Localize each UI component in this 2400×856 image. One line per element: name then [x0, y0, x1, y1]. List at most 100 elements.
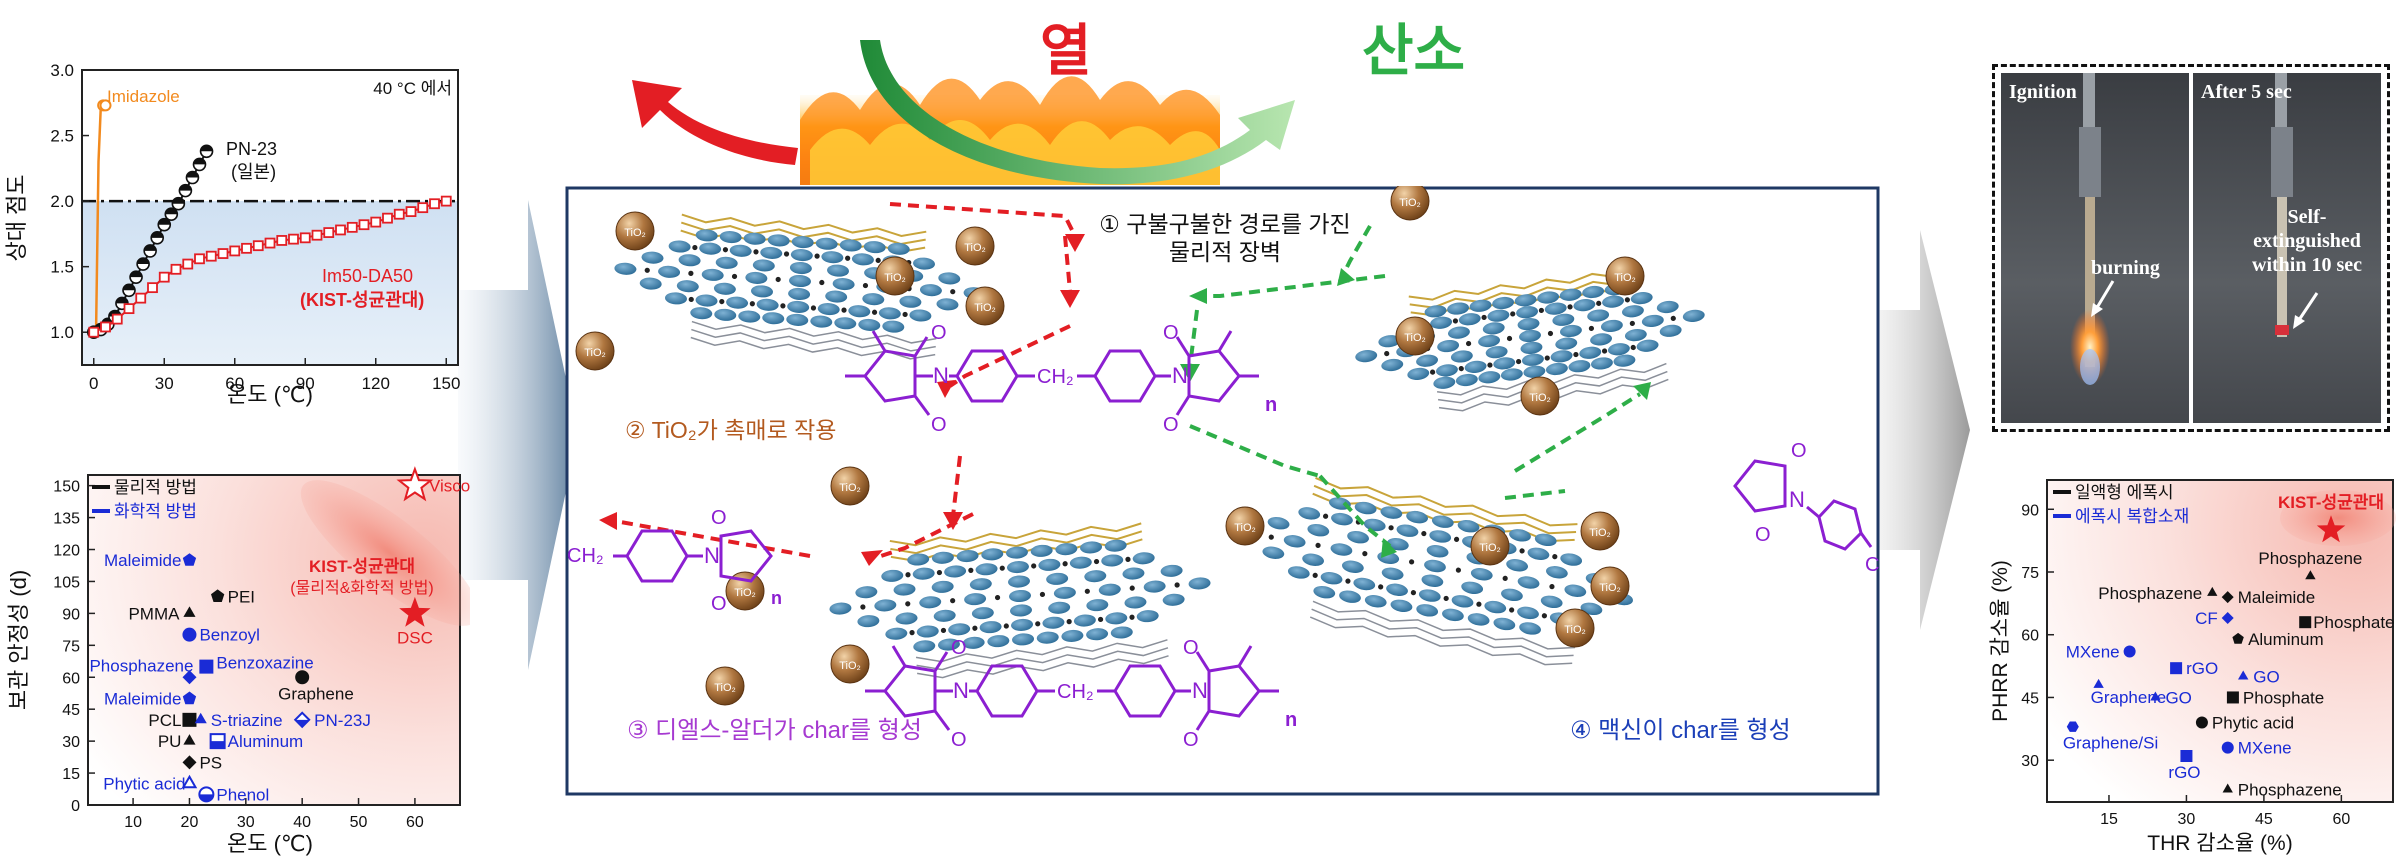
tio2-label-5: TiO₂ [1399, 197, 1421, 209]
stack-0-blob-3-5 [832, 278, 855, 291]
y-tick-label-4: 90 [2021, 502, 2039, 519]
tio2-ball-8 [1520, 376, 1560, 416]
point-im50-18 [299, 232, 311, 244]
tio2-label-7: TiO₂ [1614, 272, 1636, 284]
stack-0-blob-6-0 [690, 307, 713, 320]
stack-1-blob-5-7 [1607, 343, 1630, 356]
stack-0-blob-3-0 [614, 262, 637, 275]
tio2-label-15: TiO₂ [1589, 527, 1611, 539]
point-label-4: Phosphazene [89, 656, 193, 675]
stack-3-blob-4-7 [1540, 595, 1563, 609]
stack-2-blob-4-6 [1086, 599, 1109, 612]
stack-1-blob-5-5 [1550, 350, 1573, 363]
y-tick-label-2: 2.0 [50, 192, 74, 211]
stack-3-dot-1-4 [1453, 536, 1460, 542]
point-im50-17 [288, 233, 299, 245]
point-1 [2305, 570, 2316, 580]
x-tick-label-3: 40 [293, 814, 311, 831]
stack-3-blob-3-2 [1330, 543, 1353, 556]
point-13 [182, 755, 197, 770]
stack-0-blob-4-4 [788, 287, 811, 301]
stack-2-dot-3-3 [994, 594, 1001, 601]
y-tick-label-3: 45 [62, 702, 80, 719]
stack-3-dot-5-6 [1509, 607, 1515, 613]
stack-0-blob-6-1 [714, 308, 737, 321]
stack-3-blob-2-4 [1426, 545, 1449, 558]
tio2-label-12: TiO₂ [1234, 522, 1256, 534]
imide-left-n: N [704, 543, 720, 568]
point-im50-8 [182, 258, 194, 270]
stack-3-dot-1-0 [1323, 513, 1329, 519]
stack-0-blob-5-1 [695, 294, 718, 307]
x-tick-label-3: 60 [2332, 811, 2350, 828]
stack-1-blob-2-2 [1447, 326, 1470, 339]
stack-2-chain-top-0 [889, 522, 1142, 547]
photo-after-5-sec [2193, 73, 2381, 423]
point-4 [2299, 616, 2312, 629]
stack-1-dot-3-0 [1384, 350, 1390, 357]
stack-0-dot-5-5 [841, 307, 847, 313]
stack-2-dot-1-0 [905, 572, 911, 578]
stack-1-blob-5-1 [1436, 364, 1458, 377]
stack-0-dot-3-4 [819, 279, 825, 286]
series-layer [86, 99, 452, 340]
stack-1-blob-3-8 [1682, 309, 1705, 322]
stack-1-blob-3-6 [1600, 319, 1623, 333]
stack-0-dot-5-2 [749, 301, 755, 307]
stack-2 [829, 522, 1211, 679]
point-5 [2221, 612, 2234, 624]
stack-0-blob-1-2 [729, 244, 752, 257]
point-label-7: Maleimide [104, 690, 181, 709]
point-label-7: MXene [2066, 642, 2120, 661]
axis-ticks [88, 484, 416, 806]
y-tick-label-0: 30 [2021, 753, 2039, 770]
photo-label-self-extinguished: Self- extinguished within 10 sec [2237, 205, 2377, 277]
stack-3-blob-2-7 [1546, 566, 1568, 579]
stack-1-dot-5-7 [1630, 344, 1636, 351]
stack-1-dot-1-3 [1510, 311, 1516, 317]
stack-0-dot-3-0 [644, 267, 650, 273]
tio2-label-16: TiO₂ [1564, 624, 1586, 636]
point-6 [295, 670, 310, 685]
photo-label-after: After 5 sec [2201, 81, 2292, 103]
legend-one-part: 일액형 에폭시 [2075, 483, 2174, 502]
stack-2-blob-6-0 [913, 640, 936, 653]
bmi-bottom-bond-right-top [1237, 645, 1253, 667]
stack-2-blob-2-3 [969, 578, 992, 591]
point-label-9: GO [2253, 668, 2279, 687]
point-imidazole-5 [99, 99, 112, 112]
bmi-bottom-bond-left-top [891, 645, 907, 667]
point-label-2: Phosphazene [2098, 584, 2202, 603]
stack-0-dot-1-3 [783, 251, 790, 257]
stack-0-blob-4-5 [825, 290, 848, 303]
point-label-3: Maleimide [2238, 588, 2315, 607]
stack-2-blob-1-1 [912, 567, 935, 580]
flame-arrows-header [632, 40, 1295, 185]
step1-line2: 물리적 장벽 [1169, 239, 1281, 265]
stack-1-blob-1-4 [1516, 306, 1539, 319]
stack-1-blob-0-2 [1469, 299, 1492, 312]
self-ext-line1: Self- [2287, 206, 2327, 228]
tio2-ball-11 [830, 466, 870, 506]
tio2-label-2: TiO₂ [884, 272, 906, 284]
point-im50-7 [170, 263, 182, 275]
stable-region-fill [82, 199, 458, 364]
tio2-ball-0 [615, 211, 655, 251]
point-label-11: PU [158, 732, 182, 751]
stack-0-blob-3-7 [919, 284, 942, 297]
stack-0-blob-2-8 [938, 272, 961, 285]
stack-3-blob-0-2 [1380, 506, 1403, 519]
stack-1-blob-4-6 [1590, 333, 1613, 346]
stack-1-blob-3-3 [1478, 334, 1500, 348]
stable-region [83, 201, 457, 364]
stack-0-blob-4-3 [751, 285, 773, 298]
tio2-ball-2 [875, 256, 915, 296]
stack-3-blob-2-2 [1347, 530, 1369, 544]
stack-3-dot-1-2 [1388, 525, 1394, 531]
stack-2-blob-6-7 [1086, 628, 1109, 641]
